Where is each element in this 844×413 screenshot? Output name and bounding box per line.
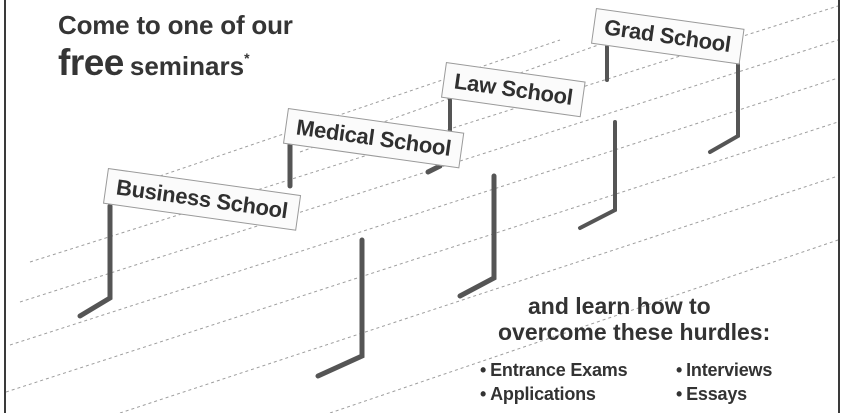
medical-school-hurdle-legs bbox=[287, 139, 497, 299]
topic-label: Essays bbox=[686, 384, 747, 404]
bullet-icon: • bbox=[676, 360, 683, 380]
track-line bbox=[19, 39, 839, 303]
bullet-icon: • bbox=[480, 360, 487, 380]
track-line bbox=[5, 121, 839, 393]
bullet-icon: • bbox=[480, 384, 487, 404]
tagline-line-1: and learn how to bbox=[528, 293, 711, 319]
topic-item: •Applications bbox=[480, 384, 676, 405]
headline-free: free bbox=[58, 42, 124, 83]
topic-label: Interviews bbox=[686, 360, 773, 380]
track-line bbox=[159, 39, 561, 177]
headline-seminars: seminars bbox=[129, 51, 245, 81]
business-school-hurdle-legs bbox=[77, 203, 365, 379]
law-school-hurdle-legs bbox=[448, 96, 617, 230]
track-line bbox=[119, 175, 839, 413]
topic-label: Entrance Exams bbox=[490, 360, 628, 380]
frame-left-border bbox=[4, 0, 6, 413]
tagline-line-2: overcome these hurdles: bbox=[498, 318, 771, 345]
topic-item: •Essays bbox=[676, 384, 826, 405]
track-line bbox=[9, 77, 839, 346]
bullet-icon: • bbox=[676, 384, 683, 404]
topic-item: •Entrance Exams bbox=[480, 360, 676, 381]
topic-item: •Interviews bbox=[676, 360, 826, 381]
tagline: and learn how to overcome these hurdles: bbox=[498, 293, 771, 346]
topic-label: Applications bbox=[490, 384, 596, 404]
topic-list: •Entrance Exams •Interviews •Application… bbox=[480, 360, 826, 405]
headline-asterisk: * bbox=[244, 50, 250, 66]
frame-right-border bbox=[838, 0, 840, 413]
headline-line-1: Come to one of our bbox=[58, 10, 293, 40]
